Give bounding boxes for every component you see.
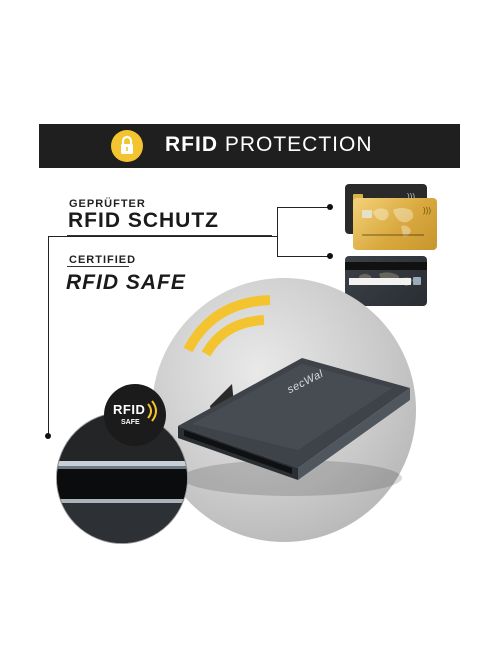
rfid-protection-banner: RFID PROTECTION [39,124,460,168]
wallet-product-circle [152,278,416,542]
rfid-safe-badge: RFID SAFE [104,384,166,446]
badge-rfid-text: RFID [113,402,146,417]
connector-to-back-card [277,256,330,257]
connector-horizontal [48,236,278,237]
badge-safe-text: SAFE [121,419,140,426]
banner-title-light: PROTECTION [224,133,373,156]
tested-label-big: RFID SCHUTZ [68,209,219,232]
certified-label-small: CERTIFIED [69,254,137,266]
credit-card-gold: ))) [353,198,437,250]
lock-icon [121,135,133,154]
connector-dot-zoom [45,433,51,439]
tested-label-small: GEPRÜFTER [69,198,146,210]
connector-dot-front [327,204,333,210]
connector-to-front-card [277,207,330,208]
banner-title: RFID PROTECTION [165,133,373,157]
tested-underline [67,235,272,236]
rfid-waves-icon [183,295,271,357]
certified-label-big: RFID SAFE [66,271,186,294]
certified-underline [67,266,129,267]
badge-waves-icon [147,400,157,422]
banner-title-bold: RFID [165,133,218,156]
credit-card-back [345,256,427,306]
connector-vertical-left [48,236,49,436]
lock-badge [111,130,143,162]
connector-dot-back [327,253,333,259]
connector-vertical-right [277,207,278,257]
